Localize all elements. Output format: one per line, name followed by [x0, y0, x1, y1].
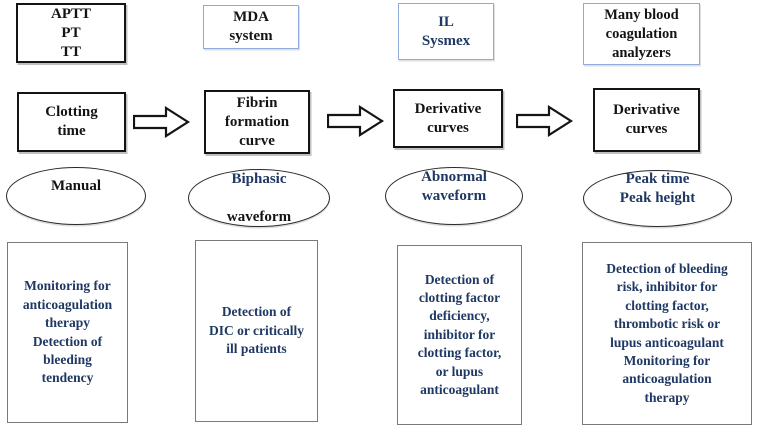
right-block-arrow-icon: [516, 105, 573, 137]
right-block-arrow-icon: [133, 106, 190, 138]
result-text: waveform: [226, 208, 292, 225]
method-box-derivative-curves-2: Derivative curves: [593, 88, 700, 152]
application-box-bleeding-thrombotic-risk: Detection of bleeding risk, inhibitor fo…: [582, 242, 752, 425]
analyzer-box-many-analyzers: Many blood coagulation analyzers: [583, 3, 700, 65]
application-box-dic-detection: Detection of DIC or critically ill patie…: [195, 240, 318, 422]
result-oval-manual: Manual: [6, 167, 146, 225]
analyzer-box-mda-system: MDA system: [203, 5, 299, 49]
method-box-derivative-curves-1: Derivative curves: [393, 89, 503, 148]
result-oval-biphasic-waveform: Biphasic waveform: [188, 169, 330, 227]
analyzer-box-aptt-pt-tt: APTT PT TT: [16, 3, 126, 63]
method-box-clotting-time: Clotting time: [17, 92, 126, 152]
application-box-monitoring-anticoagulation: Monitoring for anticoagulation therapy D…: [7, 242, 128, 423]
result-text: Peak time Peak height: [619, 171, 696, 206]
result-oval-peak-time-height: Peak time Peak height: [583, 170, 732, 227]
analyzer-box-il-sysmex: IL Sysmex: [398, 3, 494, 60]
application-box-clotting-factor-deficiency: Detection of clotting factor deficiency,…: [397, 245, 522, 425]
result-oval-abnormal-waveform: Abnormal waveform: [385, 167, 523, 225]
result-text: Biphasic: [231, 170, 287, 187]
right-block-arrow-icon: [327, 105, 384, 137]
result-text: Abnormal waveform: [421, 168, 487, 204]
method-box-fibrin-formation-curve: Fibrin formation curve: [204, 90, 310, 154]
result-text: Manual: [50, 178, 101, 194]
